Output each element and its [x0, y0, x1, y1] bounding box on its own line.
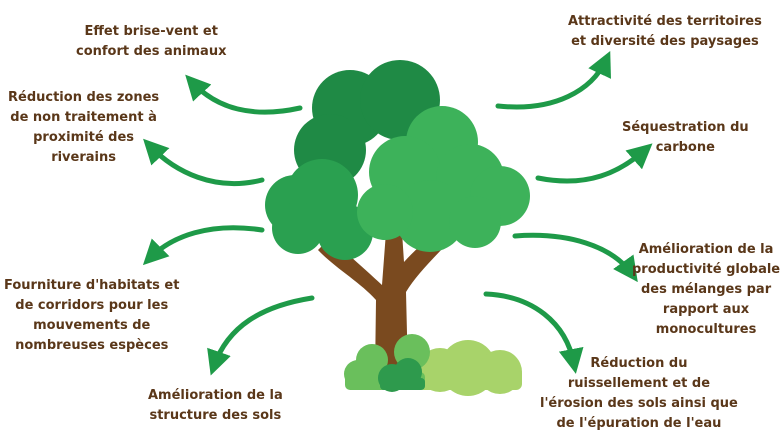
label-line: productivité globale — [632, 262, 781, 277]
label-line: rapport aux — [662, 302, 750, 317]
label-line: carbone — [655, 140, 715, 155]
label-no-treatment-zone: Réduction des zones de non traitement à … — [8, 88, 159, 168]
label-line: monocultures — [655, 322, 757, 337]
arrow-no-treatment-zone — [143, 138, 265, 186]
arrow-habitats — [142, 225, 265, 266]
arrow-runoff — [483, 291, 584, 374]
label-windbreak: Effet brise-vent et confort des animaux — [76, 22, 226, 62]
label-line: et diversité des paysages — [571, 34, 759, 49]
label-line: mouvements de — [33, 318, 151, 333]
label-line: Amélioration de la — [638, 242, 774, 257]
arrow-windbreak — [185, 74, 303, 115]
label-line: l'érosion des sols ainsi que — [540, 396, 738, 411]
label-soil-structure: Amélioration de la structure des sols — [148, 386, 283, 426]
label-line: des mélanges par — [641, 282, 772, 297]
label-carbon: Séquestration du carbone — [622, 118, 749, 158]
label-line: confort des animaux — [76, 44, 227, 59]
label-line: structure des sols — [149, 408, 282, 423]
label-line: Effet brise-vent et — [84, 24, 218, 39]
label-line: Fourniture d'habitats et — [4, 278, 180, 293]
label-habitats: Fourniture d'habitats et de corridors po… — [4, 276, 179, 356]
label-line: Attractivité des territoires — [568, 14, 762, 29]
arrow-productivity — [512, 232, 638, 283]
arrow-landscape — [495, 50, 611, 110]
arrows — [142, 50, 653, 376]
label-line: proximité des — [33, 130, 135, 145]
arrow-soil-structure — [207, 295, 315, 376]
label-line: Réduction du — [590, 356, 688, 371]
label-line: Séquestration du — [622, 120, 749, 135]
label-landscape: Attractivité des territoires et diversit… — [568, 12, 762, 52]
label-line: de corridors pour les — [15, 298, 169, 313]
label-line: ruissellement et de — [567, 376, 711, 391]
label-runoff: Réduction du ruissellement et de l'érosi… — [540, 354, 738, 434]
label-line: Amélioration de la — [148, 388, 283, 403]
label-line: Réduction des zones — [8, 90, 160, 105]
label-line: nombreuses espèces — [15, 338, 169, 353]
tree-trunk — [318, 222, 458, 375]
label-productivity: Amélioration de la productivité globale … — [632, 240, 780, 340]
label-line: de non traitement à — [10, 110, 157, 125]
arrow-carbon — [535, 143, 653, 184]
tree — [265, 60, 530, 375]
tree-foliage — [265, 60, 530, 260]
label-line: riverains — [51, 150, 116, 165]
bushes — [344, 334, 522, 396]
label-line: de l'épuration de l'eau — [556, 416, 722, 431]
